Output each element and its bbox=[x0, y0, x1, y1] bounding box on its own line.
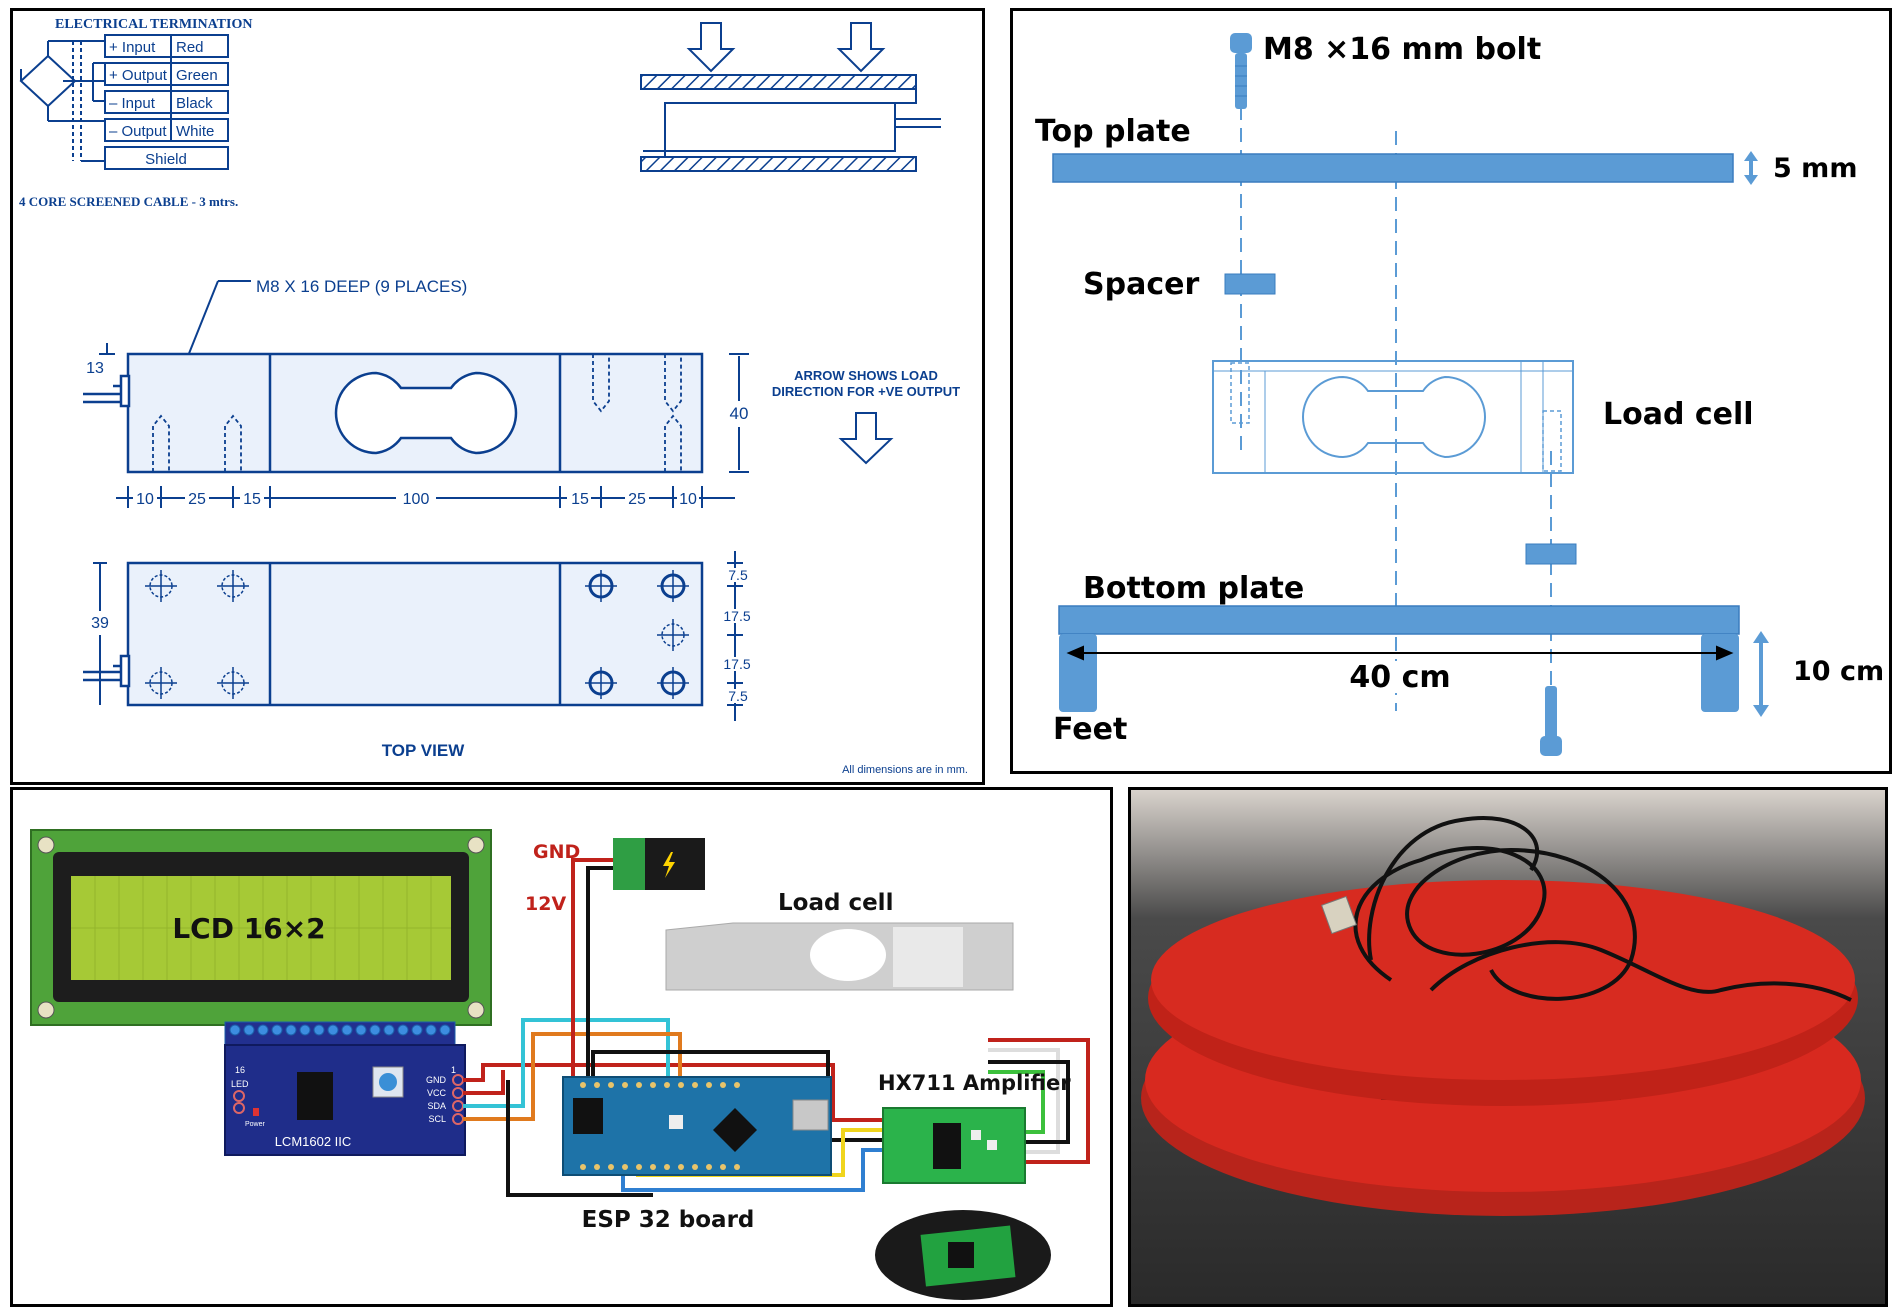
dim-right-2: 17.5 bbox=[723, 608, 750, 624]
dim-bottom-7: 10 bbox=[679, 491, 697, 508]
wiring-signal-3: – Input bbox=[109, 95, 156, 112]
hx711-label: HX711 Amplifier bbox=[878, 1071, 1071, 1095]
esp32-board bbox=[562, 1076, 832, 1176]
arrow-note-line1: ARROW SHOWS LOAD bbox=[794, 368, 938, 383]
bolt-icon bbox=[1230, 33, 1252, 109]
right-dimension-labels: 7.5 17.5 17.5 7.5 bbox=[721, 567, 753, 704]
wiring-signal-4: – Output bbox=[109, 123, 167, 140]
prototype-photo bbox=[1131, 790, 1885, 1304]
right-foot bbox=[1701, 634, 1739, 712]
dim-40: 40 bbox=[730, 404, 749, 423]
dim-bottom-2: 25 bbox=[188, 491, 206, 508]
top-plate bbox=[1052, 153, 1734, 183]
lcd-module bbox=[30, 829, 492, 1026]
arrow-note-line2: DIRECTION FOR +VE OUTPUT bbox=[772, 384, 960, 399]
v12-label: 12V bbox=[525, 893, 566, 915]
assembly-drawing: M8 ×16 mm bolt Top plate 5 mm Spacer Loa… bbox=[1035, 32, 1884, 756]
dim-40-arrow bbox=[729, 353, 749, 473]
load-cell-module bbox=[665, 922, 1014, 991]
power-label: Power bbox=[245, 1121, 266, 1128]
dim-right-3: 17.5 bbox=[723, 656, 750, 672]
hx711-board bbox=[882, 1107, 1026, 1184]
bottom-plate-label: Bottom plate bbox=[1083, 571, 1304, 606]
pin-16-label: 16 bbox=[235, 1065, 245, 1075]
height-arrow-icon bbox=[1753, 631, 1769, 717]
wiring-signal-2: + Output bbox=[109, 67, 168, 84]
circuit-panel: LCD 16×2 16 1 LED Power GND VCC SDA SCL … bbox=[10, 787, 1113, 1307]
assembly-panel: M8 ×16 mm bolt Top plate 5 mm Spacer Loa… bbox=[1010, 8, 1892, 774]
dim-bottom-5: 15 bbox=[571, 491, 589, 508]
lcd-label: LCD 16×2 bbox=[172, 912, 325, 945]
dim-right-4: 7.5 bbox=[728, 688, 748, 704]
pin-1-label: 1 bbox=[451, 1065, 456, 1075]
i2c-pin-sda: SDA bbox=[427, 1101, 446, 1111]
dim-bottom-3: 15 bbox=[243, 491, 261, 508]
bottom-dimension-labels: 10 25 15 100 15 25 10 bbox=[133, 489, 699, 508]
dim-bottom-1: 10 bbox=[136, 491, 154, 508]
width-dimension-arrow bbox=[1066, 645, 1734, 661]
lower-spacer bbox=[1525, 543, 1577, 565]
width-label-bg bbox=[1353, 661, 1448, 693]
load-cell-cable bbox=[1353, 816, 1852, 1002]
cable-note: 4 CORE SCREENED CABLE - 3 mtrs. bbox=[19, 194, 238, 209]
wiring-color-2: Green bbox=[176, 67, 218, 84]
dim-bottom-6: 25 bbox=[628, 491, 646, 508]
left-foot bbox=[1059, 634, 1097, 712]
lightning-icon bbox=[663, 852, 675, 878]
top-view-label: TOP VIEW bbox=[382, 741, 465, 760]
feet-label: Feet bbox=[1053, 712, 1127, 747]
upper-spacer bbox=[1224, 273, 1276, 295]
lower-bolt-icon bbox=[1540, 686, 1562, 756]
i2c-backpack bbox=[224, 1044, 466, 1156]
dim-39-arrow bbox=[93, 562, 107, 705]
i2c-pin-scl: SCL bbox=[428, 1114, 446, 1124]
bottom-plate bbox=[1058, 605, 1740, 635]
electrical-termination-title: ELECTRICAL TERMINATION bbox=[55, 17, 252, 32]
upper-disc bbox=[1151, 880, 1855, 1080]
dim-bottom-4: 100 bbox=[403, 491, 430, 508]
spec-sheet-drawing: ELECTRICAL TERMINATION + Input Red + Out… bbox=[19, 17, 968, 776]
cable-connector bbox=[1321, 895, 1357, 935]
load-cell-side-view bbox=[83, 352, 704, 474]
dim-13-arrow bbox=[99, 343, 115, 355]
dim-right-1: 7.5 bbox=[728, 567, 748, 583]
esp-label: ESP 32 board bbox=[582, 1207, 755, 1233]
hx711-photo-inset bbox=[875, 1210, 1051, 1300]
power-jack bbox=[613, 838, 705, 890]
i2c-pin-gnd: GND bbox=[426, 1075, 447, 1085]
i2c-module-label: LCM1602 IIC bbox=[275, 1134, 352, 1149]
height-label: 10 cm bbox=[1793, 656, 1884, 687]
load-cell-outline bbox=[1212, 360, 1574, 474]
thickness-arrow-icon bbox=[1744, 151, 1758, 185]
circuit-drawing: LCD 16×2 16 1 LED Power GND VCC SDA SCL … bbox=[30, 829, 1090, 1300]
thread-note: M8 X 16 DEEP (9 PLACES) bbox=[256, 277, 467, 296]
mounting-holes bbox=[145, 570, 689, 699]
top-plate-label: Top plate bbox=[1035, 114, 1191, 149]
bolt-label: M8 ×16 mm bolt bbox=[1263, 32, 1541, 67]
units-note: All dimensions are in mm. bbox=[842, 764, 968, 776]
shield-label: Shield bbox=[145, 151, 187, 168]
photo-panel bbox=[1128, 787, 1888, 1307]
spacer-label: Spacer bbox=[1083, 267, 1199, 302]
led-label: LED bbox=[231, 1079, 249, 1089]
wiring-table: + Input Red + Output Green – Input Black… bbox=[104, 34, 229, 170]
wiring-signal-1: + Input bbox=[109, 39, 156, 56]
load-cell-label: Load cell bbox=[778, 890, 893, 916]
dim-39: 39 bbox=[91, 615, 109, 632]
gnd-label: GND bbox=[533, 841, 580, 863]
load-direction-arrow-icon bbox=[838, 412, 894, 465]
i2c-pin-vcc: VCC bbox=[427, 1088, 447, 1098]
wiring-color-4: White bbox=[176, 123, 214, 140]
load-direction-side-view bbox=[640, 22, 941, 172]
load-cell-label: Load cell bbox=[1603, 397, 1754, 432]
spec-sheet-panel: ELECTRICAL TERMINATION + Input Red + Out… bbox=[10, 8, 985, 785]
dim-13: 13 bbox=[86, 360, 104, 377]
thickness-label: 5 mm bbox=[1773, 153, 1857, 184]
bridge-circuit-symbol bbox=[19, 40, 105, 162]
wiring-color-1: Red bbox=[176, 39, 204, 56]
wiring-color-3: Black bbox=[176, 95, 213, 112]
width-label: 40 cm bbox=[1349, 660, 1450, 695]
